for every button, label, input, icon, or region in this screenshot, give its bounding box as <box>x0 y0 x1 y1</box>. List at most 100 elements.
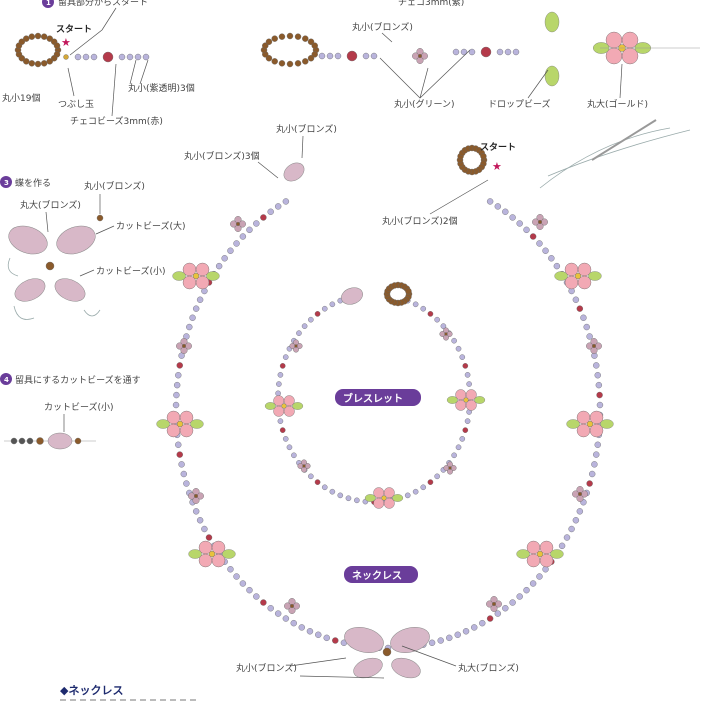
center-bead <box>538 220 542 224</box>
purple-bead <box>370 52 378 60</box>
step1-czech-label: チェコビーズ3mm(赤) <box>70 115 163 127</box>
bracelet-bead <box>279 427 286 433</box>
wing-bead <box>54 278 86 302</box>
necklace-bead <box>586 333 593 340</box>
step1-crimp-label: つぶし玉 <box>58 99 94 110</box>
loop-bead <box>28 33 36 40</box>
loop-bead <box>294 33 302 40</box>
loop-bead <box>294 60 302 67</box>
leaf-bead <box>172 271 186 281</box>
necklace-bead <box>553 262 561 270</box>
leader-line <box>429 179 489 215</box>
purple-bead <box>126 53 134 61</box>
center-bead <box>208 550 216 558</box>
bracelet-bead <box>412 488 419 495</box>
bracelet-bead <box>291 452 297 459</box>
necklace-bead <box>306 628 314 635</box>
loop-bead <box>53 42 61 49</box>
step3-number-badge <box>0 176 12 188</box>
body-bead <box>96 214 104 222</box>
necklace-bead <box>529 580 537 587</box>
bracelet-bead <box>464 372 471 378</box>
leaf-bead <box>566 419 580 429</box>
leaf-bead <box>222 549 236 559</box>
loop-bead <box>286 32 294 40</box>
bracelet-bead <box>275 390 281 397</box>
purple-bead <box>468 48 476 56</box>
start-star-icon: ★ <box>61 36 71 49</box>
needle-shaft <box>591 119 657 161</box>
center-bead <box>182 344 186 348</box>
leader-line <box>301 135 304 159</box>
necklace-bead <box>176 451 183 458</box>
cluster-bead <box>576 486 584 494</box>
leader-line <box>111 63 117 117</box>
cluster-bead <box>293 339 299 346</box>
necklace-bead <box>267 208 274 215</box>
necklace-bead <box>290 619 297 627</box>
loop-bead <box>46 58 53 65</box>
center-bead <box>536 550 544 558</box>
top-bead-strand <box>318 11 700 87</box>
necklace-bead <box>486 198 494 205</box>
center-bead <box>294 344 298 348</box>
bracelet-bead <box>427 479 434 485</box>
leader-line <box>289 657 347 667</box>
loop-bead <box>46 35 53 42</box>
leaf-bead <box>392 494 404 502</box>
necklace-bead <box>282 615 290 622</box>
cluster-bead <box>180 346 188 354</box>
bracelet-bead <box>451 337 457 344</box>
bracelet-bead <box>282 354 289 360</box>
necklace-bead <box>548 255 555 262</box>
petal-bead <box>465 399 477 411</box>
clasp-cut-bead <box>341 287 363 305</box>
necklace-bead <box>233 573 240 580</box>
cluster-bead <box>490 596 498 604</box>
loop-bead <box>302 35 309 42</box>
bracelet-bead <box>464 418 471 424</box>
purple-bead <box>118 53 126 61</box>
bracelet-bead <box>455 444 462 451</box>
leader-line <box>69 7 117 56</box>
necklace-small-bronze-2-label: 丸小(ブロンズ)2個 <box>382 215 458 227</box>
cluster-bead <box>234 216 242 224</box>
bracelet-bead <box>337 492 344 499</box>
bracelet-bead <box>434 473 440 480</box>
purple-bead <box>334 52 342 60</box>
necklace-bead <box>462 628 470 635</box>
top-small-bronze-label: 丸小(ブロンズ) <box>352 21 413 33</box>
purple-bead <box>362 52 370 60</box>
step1-start-label: スタート <box>56 23 92 35</box>
necklace-bead <box>523 586 530 594</box>
necklace-ring <box>156 198 614 652</box>
necklace-bead <box>580 314 587 321</box>
center-bead <box>194 494 198 498</box>
step1-bead-strand <box>63 51 150 63</box>
step3-small-bronze-label: 丸小(ブロンズ) <box>84 180 145 192</box>
loop-bead <box>278 60 286 67</box>
necklace-bead <box>253 220 260 227</box>
purple-bead <box>90 53 98 61</box>
loop-bead <box>34 60 42 68</box>
necklace-bead <box>509 214 516 221</box>
petal-bead <box>211 553 226 568</box>
dark-bead <box>18 437 26 445</box>
loop-bead <box>18 38 26 45</box>
necklace-bead <box>246 226 253 234</box>
necklace-bead <box>196 296 204 303</box>
center-bead <box>463 397 469 403</box>
petal-bead <box>179 423 194 438</box>
step3-number: 3 <box>4 179 9 187</box>
necklace-bead <box>175 372 182 379</box>
leader-line <box>619 63 623 99</box>
loop-bead <box>271 58 278 65</box>
bracelet-bead <box>420 484 427 491</box>
center-bead <box>281 403 287 409</box>
necklace-bead <box>233 240 240 247</box>
necklace-bead <box>502 208 509 215</box>
center-bead <box>302 464 306 468</box>
center-bead <box>448 466 452 470</box>
bracelet-bead <box>314 479 321 485</box>
cluster-bead <box>590 338 598 346</box>
